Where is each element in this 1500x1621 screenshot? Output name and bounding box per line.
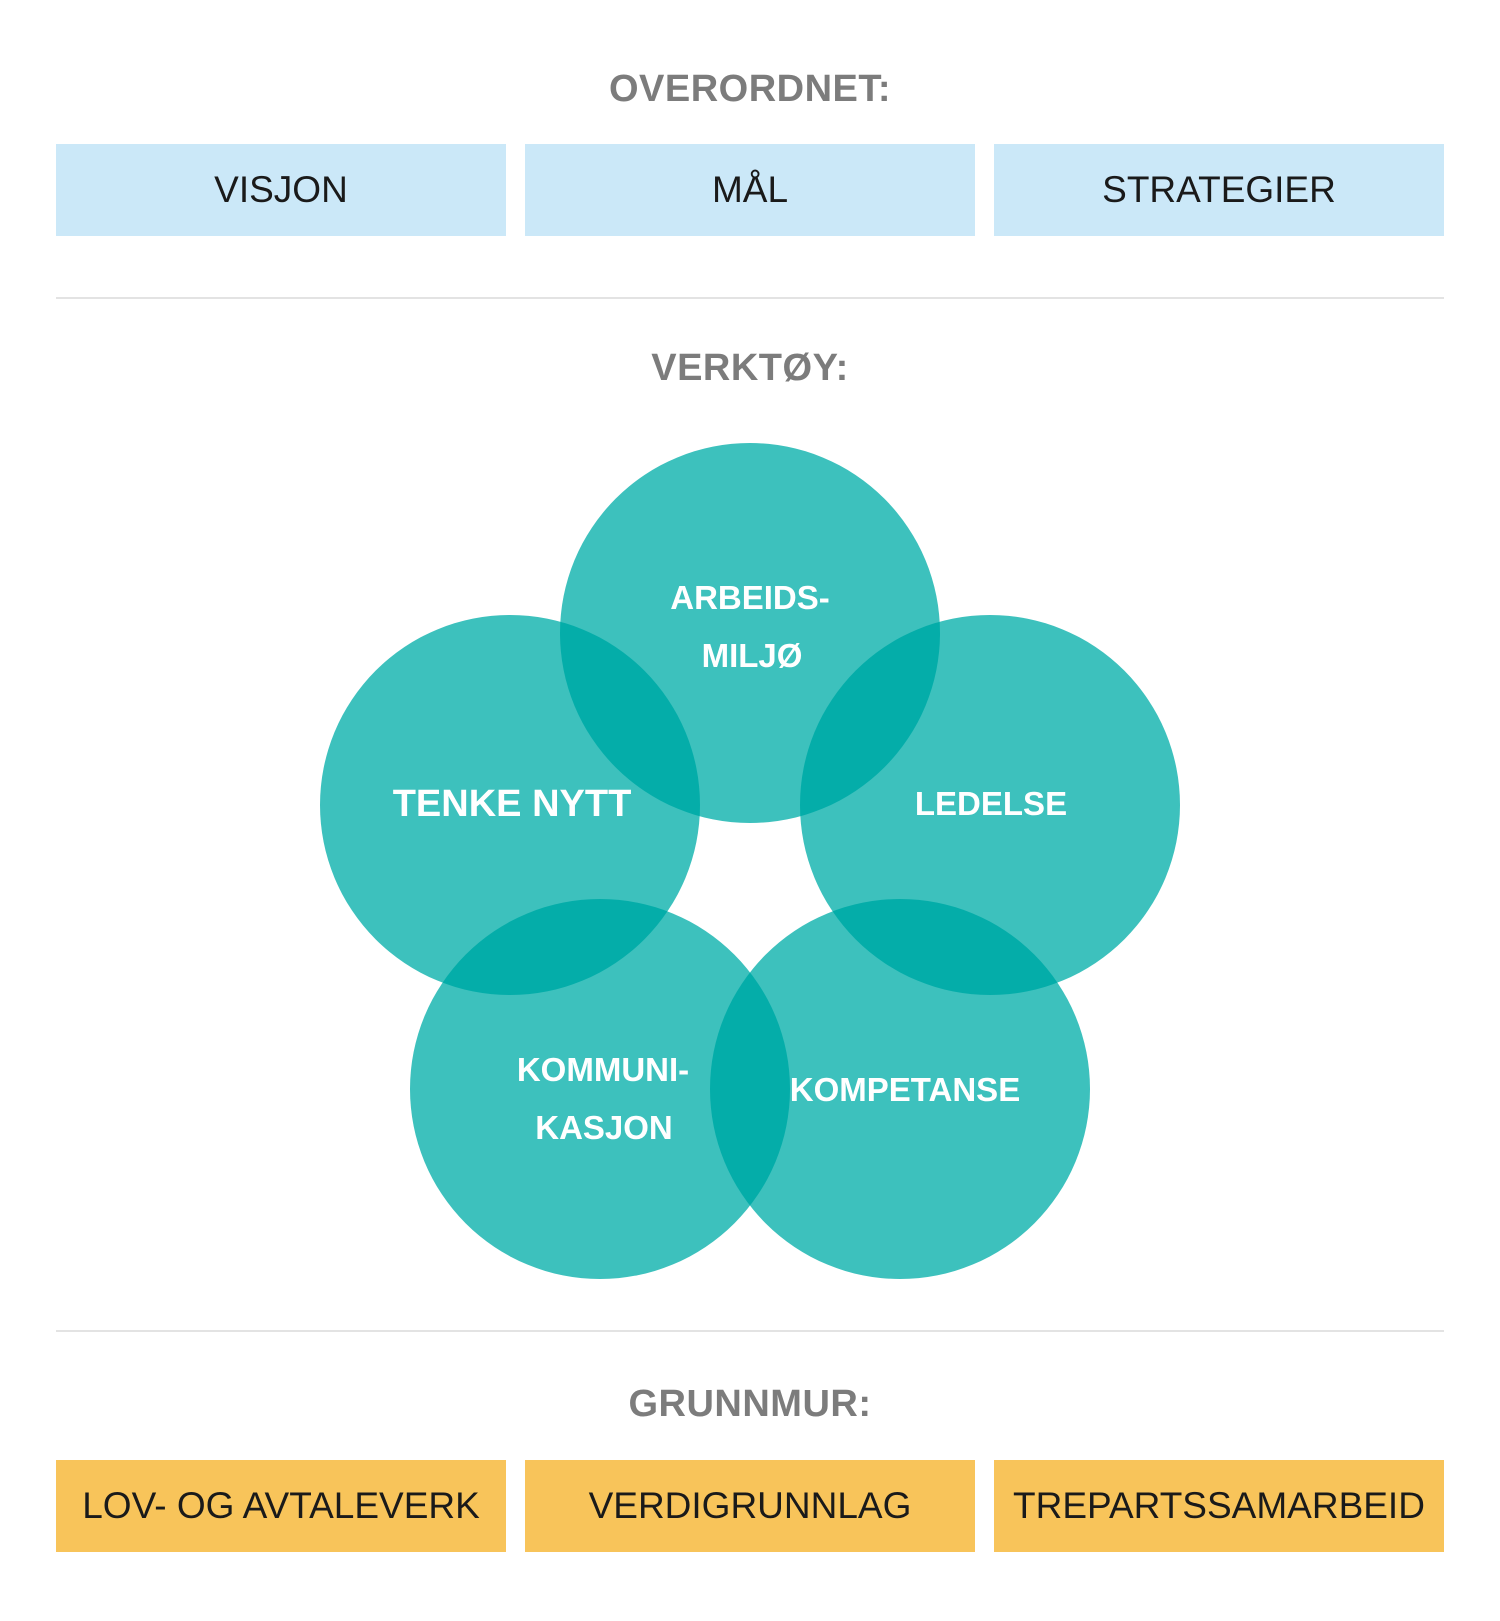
box-maal: MÅL — [525, 144, 975, 236]
box-strategier: STRATEGIER — [994, 144, 1444, 236]
grunnmur-title: GRUNNMUR: — [628, 1383, 872, 1425]
box-verdigrunnlag: VERDIGRUNNLAG — [525, 1460, 975, 1552]
overordnet-row: VISJON MÅL STRATEGIER — [56, 144, 1444, 236]
box-lov-og-avtaleverk: LOV- OG AVTALEVERK — [56, 1460, 506, 1552]
grunnmur-row: LOV- OG AVTALEVERK VERDIGRUNNLAG TREPART… — [56, 1460, 1444, 1552]
label-kommunikasjon-line1: KOMMUNI- — [517, 1051, 689, 1088]
label-arbeidsmiljo-line2: MILJØ — [702, 637, 803, 674]
verktoy-title: VERKTØY: — [651, 347, 849, 389]
box-visjon: VISJON — [56, 144, 506, 236]
label-arbeidsmiljo-line1: ARBEIDS- — [670, 579, 830, 616]
box-trepartssamarbeid: TREPARTSSAMARBEID — [994, 1460, 1444, 1552]
overlap-arbeidsmiljo-tenke-nytt — [560, 615, 700, 823]
overordnet-title: OVERORDNET: — [608, 68, 892, 110]
divider-top — [56, 297, 1444, 299]
label-kommunikasjon-line2: KASJON — [535, 1109, 673, 1146]
label-ledelse: LEDELSE — [915, 785, 1067, 822]
label-tenke-nytt: TENKE NYTT — [393, 783, 632, 825]
divider-bottom — [56, 1330, 1444, 1332]
overlap-arbeidsmiljo-ledelse — [800, 615, 940, 823]
label-kompetanse: KOMPETANSE — [790, 1071, 1020, 1108]
